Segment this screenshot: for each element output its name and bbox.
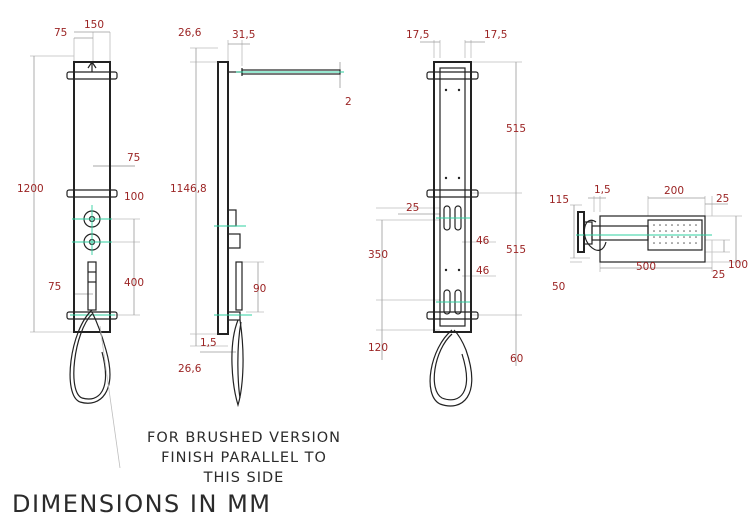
nozzle-grid <box>653 224 697 244</box>
side-dim-head-thickness: 2 <box>345 96 352 108</box>
note-line-2: FINISH PARALLEL TO <box>161 450 327 466</box>
side-dim-arm-offset: 31,5 <box>232 29 255 41</box>
note-line-3: THIS SIDE <box>203 470 285 486</box>
top-dim-head-end: 25 <box>716 193 729 205</box>
back-dim-bottom-offset: 120 <box>368 342 388 354</box>
note-line-1: FOR BRUSHED VERSION <box>147 430 341 446</box>
back-dim-bracket-width: 25 <box>406 202 419 214</box>
back-dim-mount-height: 350 <box>368 249 388 261</box>
back-dim-lower-slot-spacing: 46 <box>476 265 490 277</box>
top-dim-head-side: 25 <box>712 269 725 281</box>
back-dim-upper-slot-spacing: 46 <box>476 235 490 247</box>
front-dim-mixer-offset: 75 <box>127 152 140 164</box>
front-dim-spacing-upper: 100 <box>124 191 144 203</box>
front-dim-hand-offset: 75 <box>48 281 61 293</box>
front-dim-height: 1200 <box>17 183 44 195</box>
side-dim-base-gap: 1,5 <box>200 337 217 349</box>
back-view: 17,5 17,5 515 515 25 46 46 350 120 60 <box>368 29 526 407</box>
side-dim-height: 1146,8 <box>170 183 207 195</box>
side-dim-bottom-gap: 26,6 <box>178 363 202 375</box>
side-dim-hose-drop: 90 <box>253 283 266 295</box>
top-dim-depth: 115 <box>549 194 569 206</box>
front-dim-top-offset: 75 <box>54 27 67 39</box>
top-dim-gap: 1,5 <box>594 184 611 196</box>
front-view: 75 150 1200 75 100 400 75 <box>17 19 144 469</box>
front-dim-spacing-lower: 400 <box>124 277 144 289</box>
back-dim-base-offset: 60 <box>510 353 523 365</box>
side-view: 26,6 31,5 1146,8 2 90 1,5 26,6 <box>170 27 352 408</box>
top-dim-base-depth: 50 <box>552 281 565 293</box>
top-view: 115 1,5 200 25 500 25 100 50 <box>549 184 748 293</box>
back-dim-upper-section: 515 <box>506 123 526 135</box>
front-dim-width: 150 <box>84 19 104 31</box>
top-dim-head-length: 200 <box>664 185 684 197</box>
finish-note: FOR BRUSHED VERSION FINISH PARALLEL TO T… <box>147 430 341 486</box>
side-dim-top-gap: 26,6 <box>178 27 202 39</box>
top-dim-head-width: 100 <box>728 259 748 271</box>
back-dim-lower-section: 515 <box>506 244 526 256</box>
back-dim-left-margin: 17,5 <box>406 29 429 41</box>
top-dim-arm-length: 500 <box>636 261 656 273</box>
drawing-title: DIMENSIONS IN MM <box>12 490 271 518</box>
back-dim-right-margin: 17,5 <box>484 29 507 41</box>
